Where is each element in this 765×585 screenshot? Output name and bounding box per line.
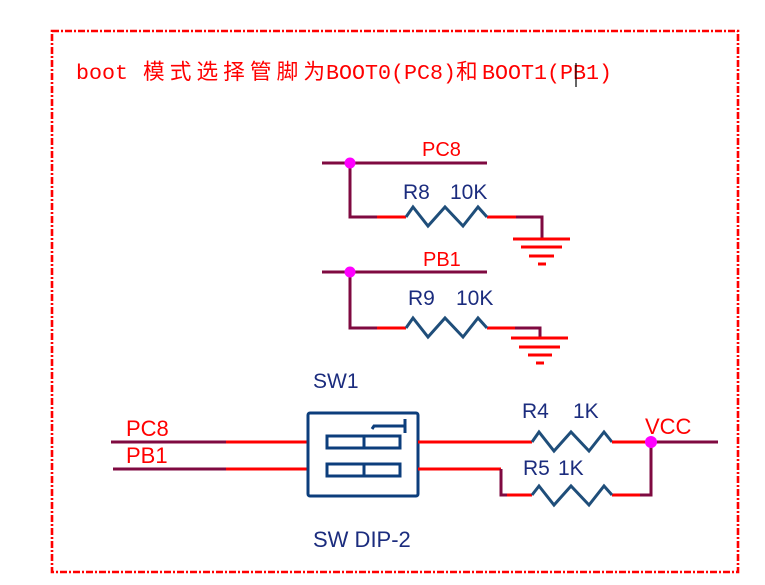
resistor-r4[interactable]: R4 1K	[522, 400, 645, 454]
pb1-pulldown-circuit: PB1 R9 10K	[322, 249, 568, 365]
note-conjunction: 和	[456, 60, 478, 86]
wire-pb1-to-r9	[348, 272, 377, 330]
resistor-r5-designator: R5	[523, 457, 550, 480]
note-boot0: BOOT0(PC8)	[326, 61, 456, 86]
note-prefix: boot	[76, 61, 128, 86]
annotation-frame-border	[50, 29, 740, 574]
resistor-r4-symbol[interactable]	[530, 429, 614, 454]
resistor-r4-designator: R4	[522, 400, 549, 423]
wire-r9-to-ground	[515, 326, 542, 338]
net-label-pc8: PC8	[422, 139, 461, 161]
resistor-r9[interactable]: R9 10K	[377, 287, 515, 340]
switch-designator: SW1	[313, 370, 359, 393]
junction-dot	[344, 266, 356, 278]
switch-part-type: SW DIP-2	[313, 527, 411, 552]
wire-vcc-to-r5	[640, 442, 653, 497]
resistor-r9-symbol[interactable]	[404, 315, 489, 340]
net-label-pc8-input: PC8	[126, 416, 169, 441]
junction-dot	[645, 436, 657, 448]
resistor-r4-value: 1K	[573, 400, 599, 423]
resistor-r8[interactable]: R8 10K	[377, 181, 516, 229]
pc8-pulldown-circuit: PC8 R8 10K	[322, 139, 570, 266]
note-boot1: BOOT1(PB1)	[482, 61, 612, 86]
junction-dot	[344, 157, 356, 169]
net-label-vcc: VCC	[645, 414, 692, 439]
resistor-r5-symbol[interactable]	[530, 483, 614, 508]
wire-pc8-to-r8	[348, 163, 377, 219]
ground-icon	[511, 336, 568, 365]
dip-switch-circuit: PC8 PB1 SW1 SW DIP-2 R4 1K	[111, 370, 718, 552]
net-label-pb1: PB1	[423, 249, 461, 271]
switch-body[interactable]	[306, 411, 420, 498]
resistor-r5-value: 1K	[558, 457, 584, 480]
switch-actuator-bar	[370, 419, 407, 433]
ground-icon	[513, 237, 570, 266]
resistor-r8-value: 10K	[450, 181, 487, 204]
net-label-pb1-input: PB1	[126, 443, 168, 468]
resistor-r8-designator: R8	[403, 181, 430, 204]
resistor-r9-designator: R9	[408, 287, 435, 310]
wire-switch-to-r5	[499, 469, 507, 497]
note-description: 模式选择管脚为	[143, 60, 325, 86]
resistor-r5[interactable]: R5 1K	[507, 457, 640, 508]
resistor-r9-value: 10K	[456, 287, 493, 310]
wire-r8-to-ground	[516, 215, 544, 239]
resistor-r8-symbol[interactable]	[404, 204, 489, 229]
dip-switch-sw1[interactable]: SW1 SW DIP-2	[306, 370, 420, 552]
